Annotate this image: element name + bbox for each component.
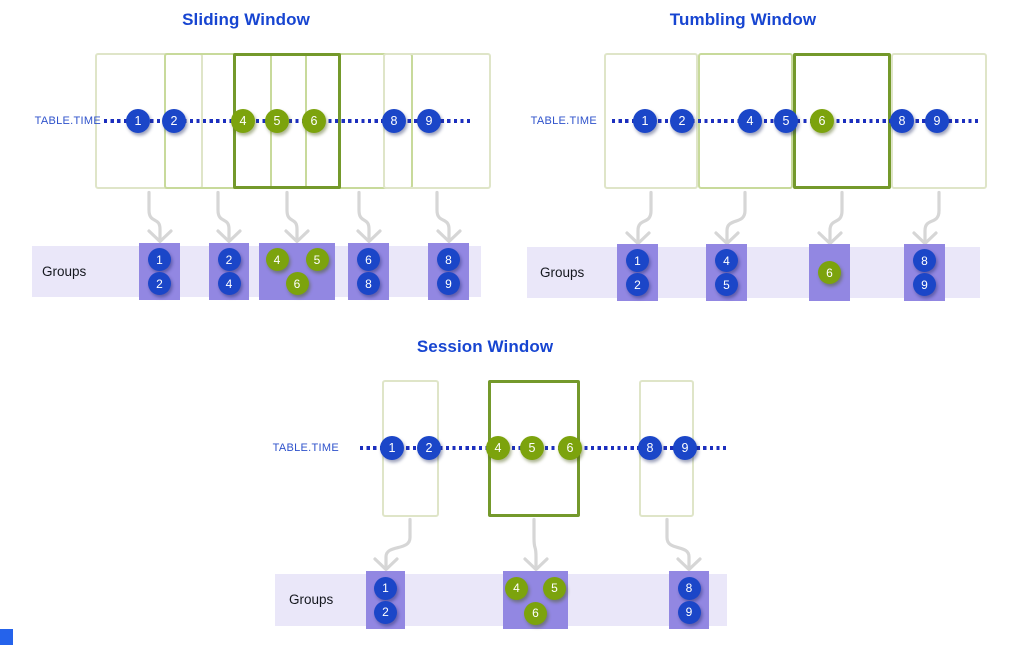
tumbling-event-circle-9: 9 [925, 109, 949, 133]
sliding-event-circle-1: 1 [126, 109, 150, 133]
sliding-groups-band [32, 246, 481, 297]
session-group-member-9: 9 [677, 600, 701, 624]
session-arrow-2 [665, 517, 702, 572]
sliding-event-circle-2: 2 [162, 109, 186, 133]
sliding-group-member-2: 2 [217, 248, 241, 271]
session-arrow-1 [523, 517, 549, 572]
sliding-group-member-9: 9 [437, 272, 460, 295]
tumbling-group-member-2: 2 [626, 273, 649, 296]
sliding-group-member-2: 2 [148, 272, 171, 295]
session-group-member-5: 5 [543, 576, 566, 600]
sliding-group-member-6: 6 [285, 272, 309, 295]
session-event-circle-4: 4 [486, 436, 510, 460]
tumbling-event-circle-8: 8 [890, 109, 914, 133]
sliding-group-member-6: 6 [357, 248, 380, 271]
tumbling-group-member-5: 5 [715, 273, 738, 296]
session-table-time-label: TABLE.TIME [272, 442, 339, 454]
session-groups-band [275, 574, 727, 626]
session-arrow-0 [373, 517, 412, 572]
tumbling-group-member-1: 1 [626, 249, 649, 272]
sliding-table-time-label: TABLE.TIME [34, 115, 101, 127]
sliding-group-member-4: 4 [265, 248, 289, 271]
session-group-member-4: 4 [505, 576, 528, 600]
session-event-circle-8: 8 [638, 436, 662, 460]
sliding-group-member-8: 8 [437, 248, 460, 271]
session-group-member-2: 2 [374, 600, 397, 624]
session-window-title: Session Window [416, 337, 554, 356]
tumbling-group-member-6: 6 [818, 261, 841, 284]
session-group-member-1: 1 [374, 576, 397, 600]
tumbling-arrow-3 [912, 190, 941, 246]
corner-accent-square [0, 629, 13, 645]
session-event-circle-2: 2 [417, 436, 441, 460]
tumbling-group-member-9: 9 [913, 273, 936, 296]
sliding-event-circle-6: 6 [302, 109, 326, 133]
tumbling-group-member-8: 8 [913, 249, 936, 272]
tumbling-event-circle-1: 1 [633, 109, 657, 133]
session-event-circle-1: 1 [380, 436, 404, 460]
tumbling-arrow-0 [625, 190, 653, 246]
sliding-event-circle-8: 8 [382, 109, 406, 133]
sliding-arrow-2 [284, 190, 310, 244]
tumbling-window-title: Tumbling Window [669, 10, 817, 29]
sliding-group-member-5: 5 [305, 248, 329, 271]
session-groups-label: Groups [289, 592, 334, 607]
sliding-arrow-0 [147, 190, 173, 244]
sliding-group-member-1: 1 [148, 248, 171, 271]
session-event-circle-5: 5 [520, 436, 544, 460]
sliding-window-title: Sliding Window [182, 10, 310, 29]
session-time-axis [360, 446, 728, 450]
tumbling-event-circle-5: 5 [774, 109, 798, 133]
session-event-circle-9: 9 [673, 436, 697, 460]
sliding-arrow-3 [356, 190, 382, 244]
sliding-event-circle-5: 5 [265, 109, 289, 133]
sliding-groups-label: Groups [42, 263, 87, 279]
sliding-arrow-1 [216, 190, 242, 244]
tumbling-arrow-2 [817, 190, 844, 246]
sliding-event-circle-4: 4 [231, 109, 255, 133]
tumbling-table-time-label: TABLE.TIME [530, 115, 597, 127]
tumbling-event-circle-6: 6 [810, 109, 834, 133]
tumbling-arrow-1 [714, 190, 747, 246]
tumbling-group-member-4: 4 [715, 249, 738, 272]
sliding-group-member-8: 8 [357, 272, 380, 295]
tumbling-event-circle-4: 4 [738, 109, 762, 133]
sliding-event-circle-9: 9 [417, 109, 441, 133]
session-group-member-6: 6 [524, 601, 547, 625]
session-event-circle-6: 6 [558, 436, 582, 460]
tumbling-event-circle-2: 2 [670, 109, 694, 133]
session-group-member-8: 8 [677, 576, 701, 600]
tumbling-groups-label: Groups [540, 264, 585, 280]
sliding-group-member-4: 4 [217, 272, 241, 295]
sliding-arrow-4 [435, 190, 462, 244]
